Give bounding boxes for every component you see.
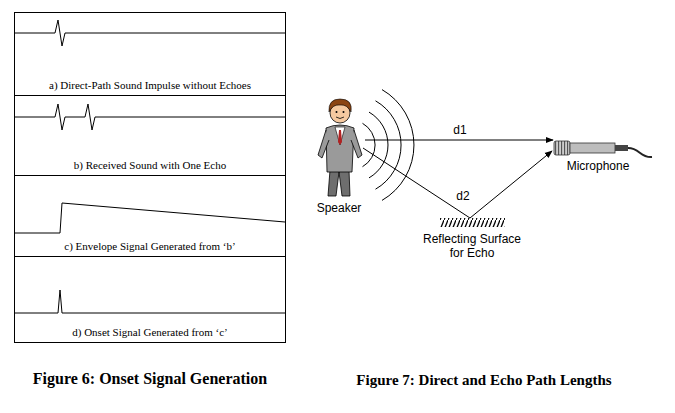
impulse-wave — [14, 20, 285, 46]
eye — [343, 111, 345, 113]
direct-path — [365, 140, 553, 141]
waveforms — [14, 20, 285, 313]
mic-cable — [628, 148, 652, 157]
signal-panel: a) Direct-Path Sound Impulse without Ech… — [14, 12, 286, 96]
part-label: Reflecting Surface for Echo — [422, 232, 522, 260]
envelope-wave — [14, 203, 285, 233]
arm — [351, 130, 362, 158]
panel-caption: c) Envelope Signal Generated from ‘b’ — [15, 240, 285, 253]
echo-wave — [14, 104, 285, 130]
part-label: d2 — [456, 189, 469, 203]
mic-grille — [554, 141, 570, 155]
speaker-figure — [318, 99, 362, 196]
shirt — [335, 127, 345, 145]
hair — [329, 99, 351, 112]
mic-plug — [615, 145, 628, 151]
suit — [326, 125, 354, 172]
figure-caption: Figure 6: Onset Signal Generation — [33, 372, 267, 386]
part-label: Speaker — [317, 201, 362, 215]
onset-wave — [14, 290, 285, 313]
arm — [318, 130, 329, 158]
microphone-symbol — [554, 141, 652, 157]
panel-caption: a) Direct-Path Sound Impulse without Ech… — [15, 79, 285, 92]
legs — [328, 170, 350, 196]
echo-path — [363, 148, 470, 218]
panel-caption: d) Onset Signal Generated from ‘c’ — [15, 326, 285, 339]
signal-panel: b) Received Sound with One Echo — [14, 95, 286, 176]
tie — [338, 130, 342, 145]
panel-caption: b) Received Sound with One Echo — [15, 159, 285, 172]
mouth — [336, 117, 344, 119]
wave-arc — [382, 90, 414, 201]
mic-body — [570, 143, 615, 153]
sound-paths — [363, 140, 553, 218]
wave-arc — [363, 123, 376, 166]
part-label: d1 — [453, 123, 466, 137]
figure-caption: Figure 7: Direct and Echo Path Lengths — [356, 373, 611, 387]
echo-path — [470, 151, 552, 218]
eye — [336, 111, 338, 113]
signal-panel: d) Onset Signal Generated from ‘c’ — [14, 256, 286, 343]
wave-arc — [369, 112, 388, 178]
sound-waves — [363, 90, 414, 201]
wave-arc — [376, 101, 402, 189]
signal-panel: c) Envelope Signal Generated from ‘b’ — [14, 175, 286, 257]
part-label: Microphone — [567, 159, 630, 173]
reflecting-surface — [440, 218, 505, 227]
surface-hatch — [440, 218, 505, 227]
